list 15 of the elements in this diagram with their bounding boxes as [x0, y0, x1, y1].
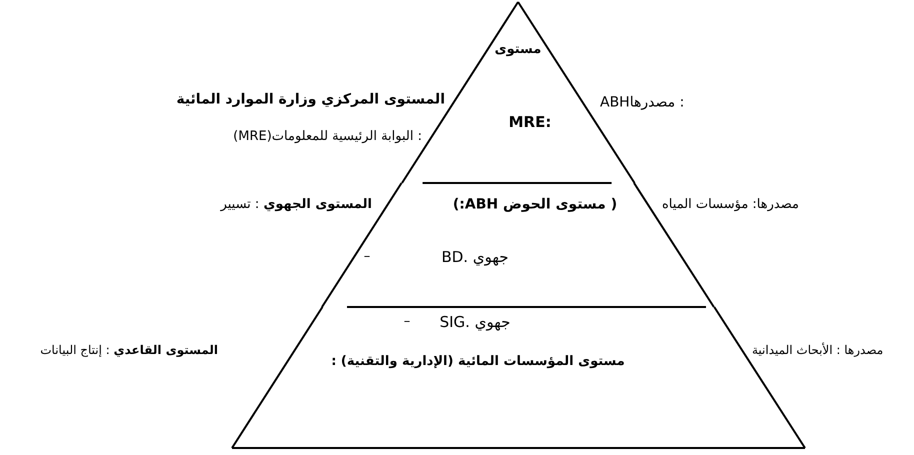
tier-label: مستوى المؤسسات المائية (الإدارية والتقنية) : [331, 354, 625, 370]
dash-mark: – [364, 249, 370, 265]
level-description: المستوى الجهوي : تسيير [220, 197, 372, 213]
source-label: ABHمصدرها : [600, 94, 684, 112]
source-label: مصدرها : الأبحاث الميدانية [752, 342, 884, 358]
source-label: مصدرها: مؤسسات المياه [662, 197, 799, 213]
tier-label: MRE: [508, 113, 552, 131]
tier-label: ( مستوى الحوض ABH:) [452, 196, 618, 214]
level-description: المستوى القاعدي : إنتاج البيانات [40, 342, 218, 358]
tier-label: SIG. جهوي [440, 313, 510, 331]
level-heading: المستوى المركزي وزارة الموارد المائية [176, 92, 445, 108]
dash-mark: – [404, 314, 410, 330]
tier-label: BD. جهوي [441, 248, 509, 266]
tier-label: مستوى [494, 42, 542, 58]
level-description: : البوابة الرئيسية للمعلومات(MRE) [233, 129, 422, 145]
